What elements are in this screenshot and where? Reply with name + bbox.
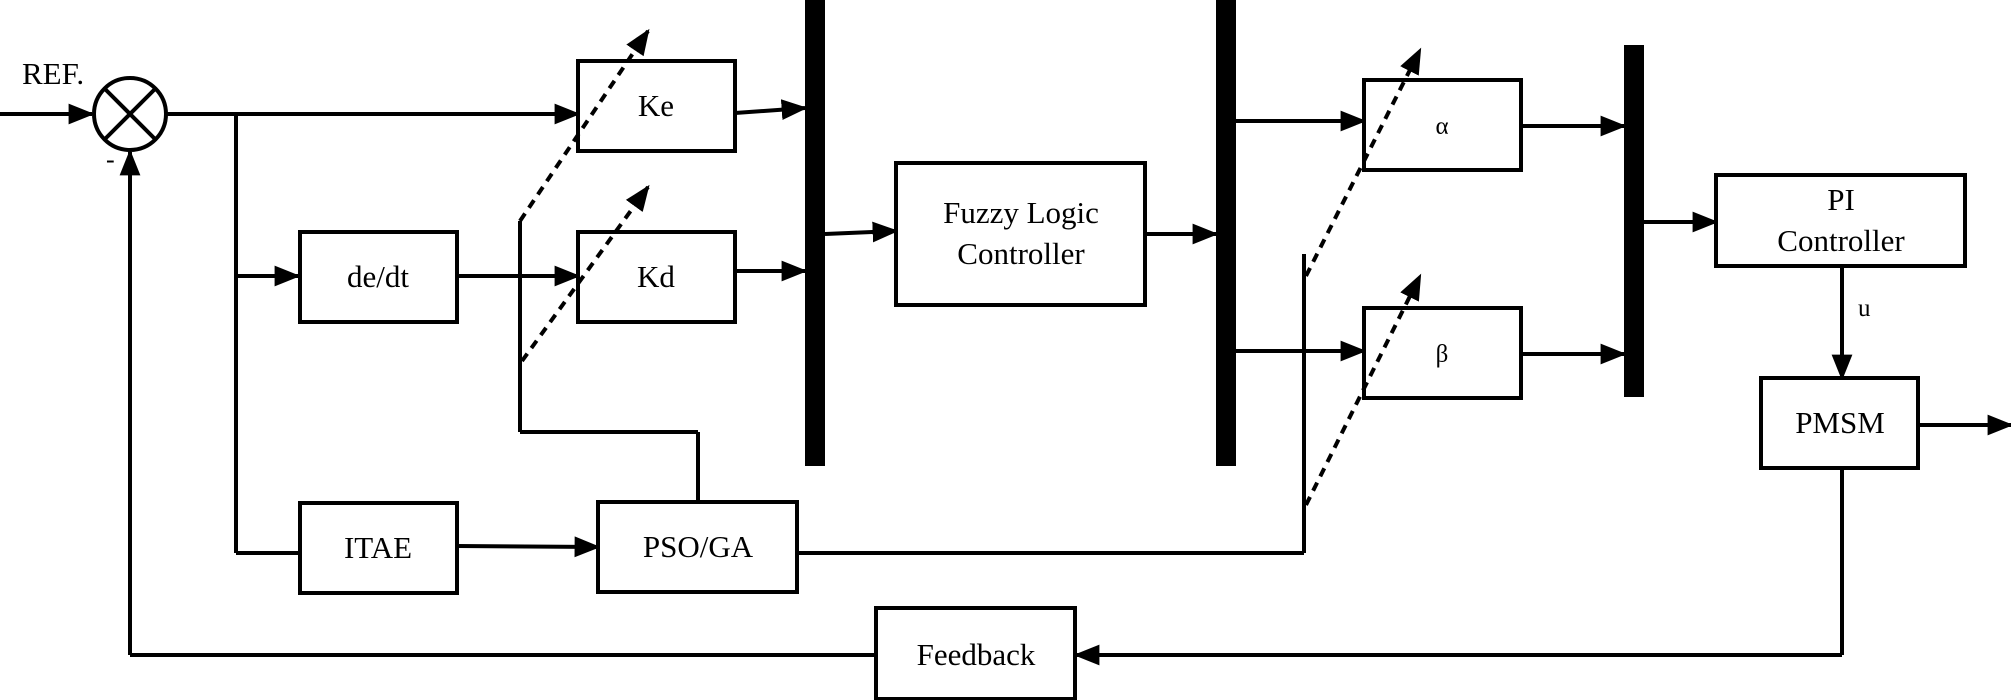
pmsm-label: PMSM: [1795, 405, 1885, 440]
ref-input-label: REF.: [22, 56, 84, 91]
beta-label: β: [1436, 341, 1449, 368]
kd-block: Kd: [576, 230, 737, 324]
pmsm-block: PMSM: [1759, 376, 1920, 470]
dedt-block: de/dt: [298, 230, 459, 324]
feedback-block: Feedback: [874, 606, 1077, 700]
summing-junction: [92, 76, 168, 152]
kd-label: Kd: [637, 259, 675, 294]
alpha-block: α: [1362, 78, 1523, 172]
itae-label: ITAE: [344, 530, 412, 565]
pi-label-line2: Controller: [1777, 223, 1905, 258]
ke-to-mux1-wire: [734, 99, 808, 121]
kd-tuning-arrow: [520, 184, 650, 363]
mux-bar-1: [805, 0, 825, 466]
feedback-label: Feedback: [917, 637, 1036, 672]
mux-bar-3: [1624, 45, 1644, 397]
mux-bar-2: [1216, 0, 1236, 466]
ke-tuning-arrow: [518, 28, 650, 223]
alpha-tuning-arrow: [1304, 47, 1422, 277]
itae-block: ITAE: [298, 501, 459, 595]
ke-label: Ke: [638, 88, 674, 123]
beta-tuning-arrow: [1304, 273, 1422, 506]
ke-block: Ke: [576, 59, 737, 153]
u-signal-label: u: [1858, 295, 1871, 322]
alpha-label: α: [1435, 113, 1448, 140]
pi-label-line1: PI: [1827, 182, 1855, 217]
itae-to-psoga-wire: [456, 536, 601, 558]
fuzzy-logic-controller-block: Fuzzy Logic Controller: [894, 161, 1147, 307]
flc-label-line1: Fuzzy Logic: [943, 195, 1099, 230]
psoga-label: PSO/GA: [643, 529, 754, 564]
flc-label-line2: Controller: [957, 236, 1085, 271]
psoga-block: PSO/GA: [596, 500, 799, 594]
beta-block: β: [1362, 306, 1523, 400]
negative-sign: -: [106, 145, 115, 174]
dedt-label: de/dt: [347, 259, 409, 294]
pi-controller-block: PI Controller: [1714, 173, 1967, 268]
mux1-to-flc-wire: [824, 221, 899, 243]
